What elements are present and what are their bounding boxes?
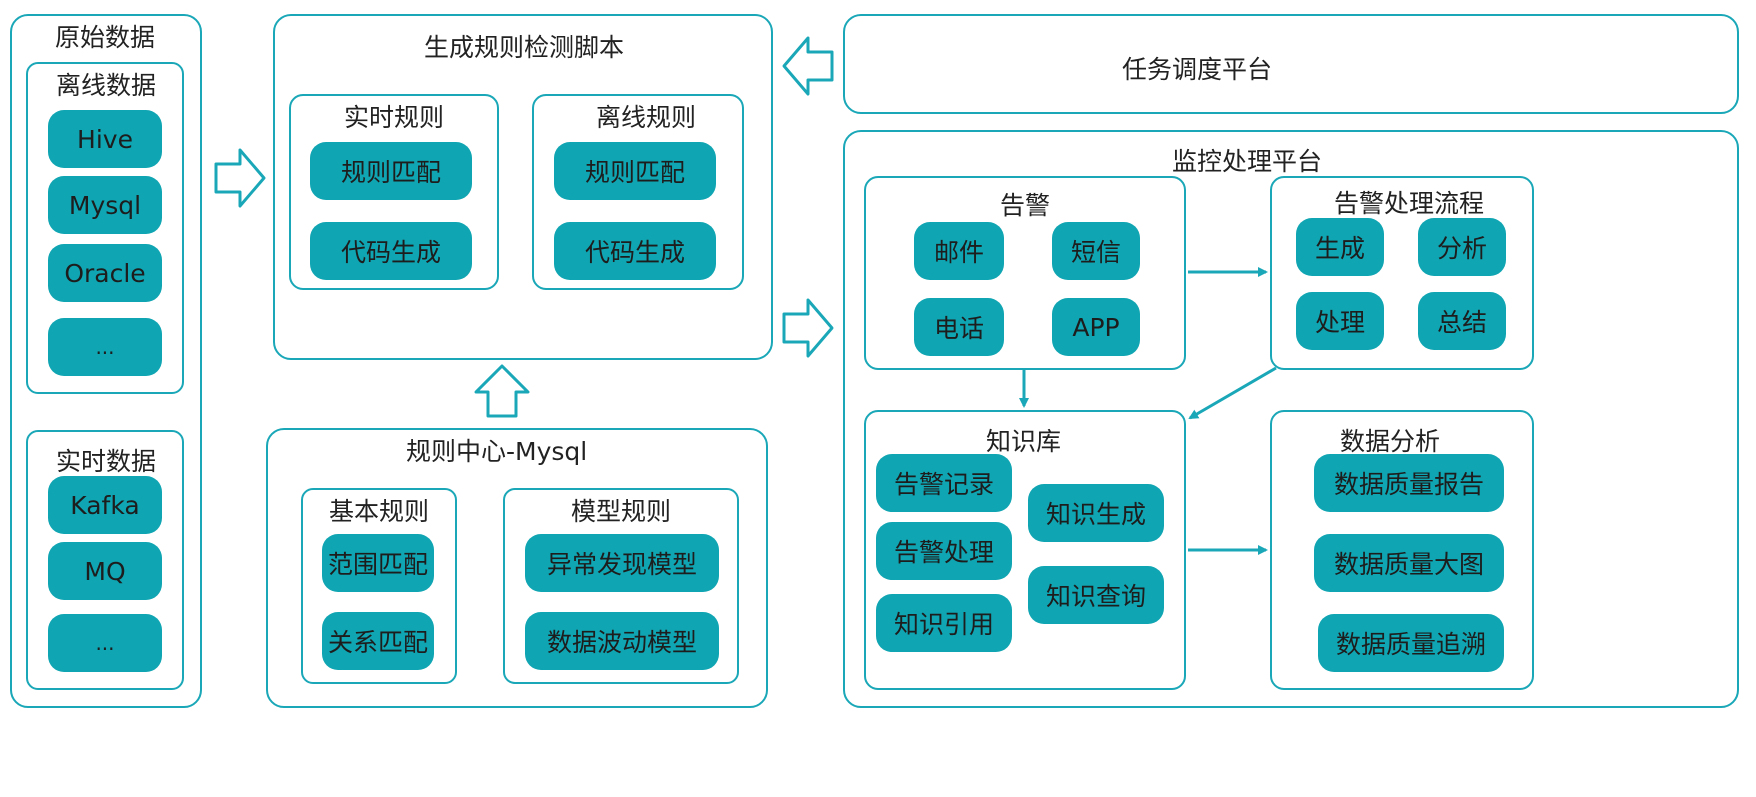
offline-data-title: 离线数据 — [56, 71, 157, 100]
alert-sms[interactable]: 短信 — [1052, 222, 1140, 280]
scheduler-to-script-arrow — [782, 36, 834, 96]
alert-email[interactable]: 邮件 — [914, 222, 1004, 280]
rulecenter-to-script-arrow — [474, 364, 530, 418]
realtime-source-mq[interactable]: MQ — [48, 542, 162, 600]
scheduler-title: 任务调度平台 — [1122, 55, 1273, 84]
flow-generate[interactable]: 生成 — [1296, 218, 1384, 276]
model-rules-title: 模型规则 — [571, 497, 672, 526]
realtime-rules-title: 实时规则 — [344, 103, 445, 132]
offline-source-more[interactable]: ... — [48, 318, 162, 376]
dq-report[interactable]: 数据质量报告 — [1314, 454, 1504, 512]
anomaly-detection-model[interactable]: 异常发现模型 — [525, 534, 719, 592]
realtime-code-gen[interactable]: 代码生成 — [310, 222, 472, 280]
offline-source-hive[interactable]: Hive — [48, 110, 162, 168]
alert-title: 告警 — [1000, 191, 1051, 220]
kb-knowledge-reference[interactable]: 知识引用 — [876, 594, 1012, 652]
knowledge-base-title: 知识库 — [986, 427, 1062, 456]
offline-source-mysql[interactable]: Mysql — [48, 176, 162, 234]
realtime-data-title: 实时数据 — [56, 447, 157, 476]
basic-rules-title: 基本规则 — [329, 497, 430, 526]
rule-center-title: 规则中心-Mysql — [406, 437, 588, 466]
alert-flow-title: 告警处理流程 — [1334, 189, 1485, 218]
kb-alert-record[interactable]: 告警记录 — [876, 454, 1012, 512]
offline-rule-match[interactable]: 规则匹配 — [554, 142, 716, 200]
flow-analyze[interactable]: 分析 — [1418, 218, 1506, 276]
kb-knowledge-generate[interactable]: 知识生成 — [1028, 484, 1164, 542]
alert-app[interactable]: APP — [1052, 298, 1140, 356]
scheduler-panel — [843, 14, 1739, 114]
flow-handle[interactable]: 处理 — [1296, 292, 1384, 350]
kb-alert-handling[interactable]: 告警处理 — [876, 522, 1012, 580]
script-gen-title: 生成规则检测脚本 — [424, 33, 625, 62]
data-analysis-title: 数据分析 — [1340, 427, 1441, 456]
offline-source-oracle[interactable]: Oracle — [48, 244, 162, 302]
raw-to-script-arrow — [214, 148, 266, 208]
monitor-title: 监控处理平台 — [1172, 147, 1323, 176]
flow-summarize[interactable]: 总结 — [1418, 292, 1506, 350]
flow-to-kb-arrow — [1188, 366, 1277, 420]
dq-traceability[interactable]: 数据质量追溯 — [1318, 614, 1504, 672]
offline-rules-title: 离线规则 — [596, 103, 697, 132]
relation-match[interactable]: 关系匹配 — [322, 612, 434, 670]
raw-data-title: 原始数据 — [55, 23, 156, 52]
realtime-rule-match[interactable]: 规则匹配 — [310, 142, 472, 200]
realtime-source-more[interactable]: ... — [48, 614, 162, 672]
offline-code-gen[interactable]: 代码生成 — [554, 222, 716, 280]
realtime-source-kafka[interactable]: Kafka — [48, 476, 162, 534]
range-match[interactable]: 范围匹配 — [322, 534, 434, 592]
alert-phone[interactable]: 电话 — [914, 298, 1004, 356]
data-fluctuation-model[interactable]: 数据波动模型 — [525, 612, 719, 670]
kb-knowledge-query[interactable]: 知识查询 — [1028, 566, 1164, 624]
script-to-monitor-arrow — [782, 298, 834, 358]
dq-big-picture[interactable]: 数据质量大图 — [1314, 534, 1504, 592]
